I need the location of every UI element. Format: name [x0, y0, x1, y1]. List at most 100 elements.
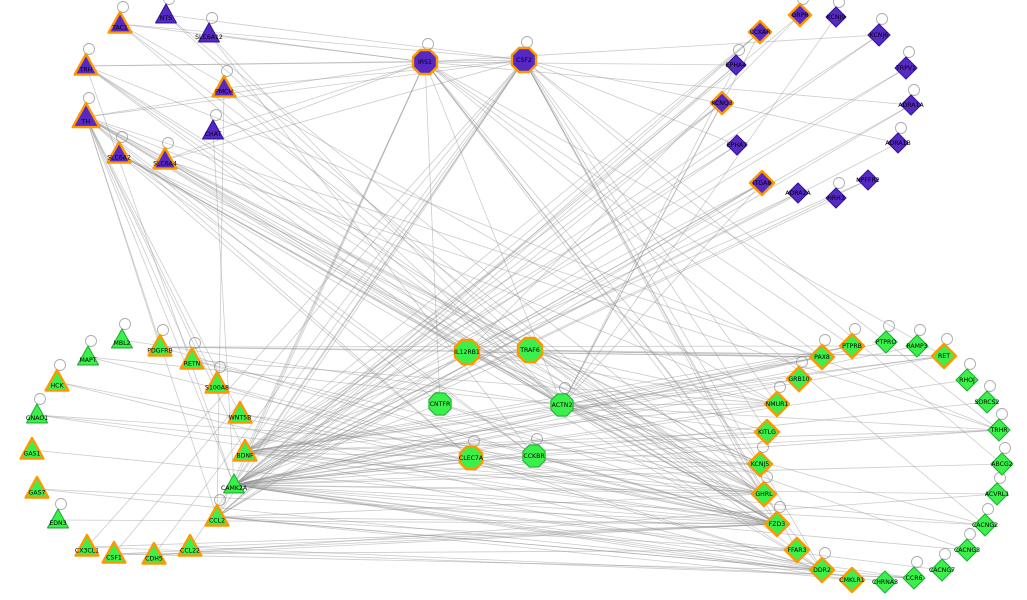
- graph-node-CSF1[interactable]: [101, 540, 127, 564]
- graph-edge-CCKAR-ACTN2[interactable]: [561, 31, 761, 406]
- graph-edge-CSF1-FFAR3[interactable]: [113, 549, 798, 555]
- graph-edge-KCNQ3-CAMK2A[interactable]: [233, 102, 723, 486]
- graph-edge-IRS1-DDR2[interactable]: [424, 61, 823, 571]
- graph-node-EPHA4[interactable]: [725, 54, 747, 76]
- graph-node-CHRNA3[interactable]: [873, 570, 897, 594]
- graph-edge-CAMK2A-GHRL[interactable]: [233, 484, 765, 495]
- graph-node-TRHR[interactable]: [987, 418, 1011, 442]
- graph-edge-ACTN2-CACNG2[interactable]: [561, 404, 986, 526]
- graph-edge-TH-WNT5B[interactable]: [85, 116, 241, 415]
- self-loop-MAPT[interactable]: [85, 335, 97, 347]
- self-loop-ACVRL1[interactable]: [994, 472, 1006, 484]
- graph-edge-CAMK2A-KITLG[interactable]: [233, 431, 768, 486]
- self-loop-RHOJ[interactable]: [964, 358, 976, 370]
- graph-edge-BDNF-KITLG[interactable]: [244, 431, 768, 453]
- self-loop-CCL2[interactable]: [214, 494, 226, 506]
- graph-edge-CAMK2A-CCR6[interactable]: [233, 484, 915, 579]
- graph-node-PAX8[interactable]: [808, 343, 836, 371]
- self-loop-GRPR[interactable]: [797, 0, 809, 5]
- graph-edge-BDNF-KCNJ5[interactable]: [244, 451, 761, 465]
- graph-edge-TRH-IL12RB1[interactable]: [85, 65, 468, 353]
- graph-edge-SLC6A2-GHRL[interactable]: [118, 153, 765, 495]
- graph-edge-CCKBR-FZD3[interactable]: [533, 455, 778, 525]
- graph-edge-CSF2-CSF1[interactable]: [113, 59, 525, 555]
- graph-node-EPHA7[interactable]: [726, 134, 748, 156]
- self-loop-PDGFRB[interactable]: [157, 324, 169, 336]
- graph-edge-GNAO1-GHRL[interactable]: [36, 414, 765, 495]
- graph-edge-CAMK2A-RET[interactable]: [233, 355, 945, 486]
- graph-node-NMUR1[interactable]: [763, 390, 791, 418]
- graph-edge-TRAF6-KITLG[interactable]: [529, 349, 768, 433]
- graph-edge-S100A8-DDR2[interactable]: [216, 383, 823, 571]
- graph-edge-BDNF-ACTN2[interactable]: [244, 404, 563, 453]
- graph-edge-PMCH-FZD3[interactable]: [223, 87, 778, 525]
- graph-edge-BDNF-GHRL[interactable]: [244, 451, 765, 495]
- graph-node-KCNJ9[interactable]: [825, 6, 847, 28]
- self-loop-CACNG7[interactable]: [939, 548, 951, 560]
- graph-node-CACNG7[interactable]: [930, 558, 954, 582]
- graph-edge-CAMK2A-TRHR[interactable]: [233, 429, 1000, 486]
- graph-node-BDNF[interactable]: [232, 438, 258, 462]
- graph-node-CNTFR[interactable]: [428, 392, 452, 416]
- graph-node-CCKBR[interactable]: [522, 444, 546, 468]
- graph-edge-TH-CLEC7A[interactable]: [85, 116, 472, 459]
- graph-edge-TH-FZD3[interactable]: [85, 116, 778, 525]
- graph-edge-IRS1-KCNJ5[interactable]: [424, 61, 761, 465]
- graph-node-CACNG2[interactable]: [973, 513, 997, 537]
- graph-edge-TAC1-ACTN2[interactable]: [119, 23, 563, 406]
- graph-edge-ACTN2-PTPRB[interactable]: [561, 345, 853, 406]
- graph-edge-CSF2-CDH5[interactable]: [153, 59, 525, 556]
- graph-edge-IRS1-CCL2[interactable]: [216, 61, 426, 518]
- graph-edge-TH-RETN[interactable]: [85, 116, 193, 361]
- graph-node-RAMP3[interactable]: [905, 334, 929, 358]
- self-loop-ABCG2[interactable]: [999, 442, 1011, 454]
- graph-edge-TH-KCNJ5[interactable]: [85, 116, 761, 465]
- graph-node-KCNJ5[interactable]: [746, 450, 774, 478]
- graph-edge-SLC6A4-ACTN2[interactable]: [164, 159, 563, 406]
- self-loop-TRHR[interactable]: [996, 408, 1008, 420]
- self-loop-EDN3[interactable]: [55, 498, 67, 510]
- graph-edge-CCL2-CMKLR1[interactable]: [216, 516, 853, 581]
- graph-edge-CSF2-CCL2[interactable]: [216, 59, 525, 518]
- self-loop-EPHA4[interactable]: [733, 44, 745, 56]
- graph-edge-SLC6A4-CSF2[interactable]: [164, 59, 525, 161]
- graph-edge-RETN-FZD3[interactable]: [191, 359, 778, 525]
- graph-edge-BDNF-TRAF6[interactable]: [244, 349, 531, 453]
- self-loop-NTS[interactable]: [163, 0, 175, 5]
- self-loop-HCK[interactable]: [54, 359, 66, 371]
- graph-edge-IRS1-CNTFR[interactable]: [424, 61, 441, 405]
- graph-node-PDGFRB[interactable]: [147, 333, 173, 357]
- graph-edge-EPHA7-CAMK2A[interactable]: [233, 144, 738, 486]
- self-loop-ADRA1B[interactable]: [895, 122, 907, 134]
- graph-node-RET[interactable]: [930, 342, 958, 370]
- graph-edge-HCK-DDR2[interactable]: [56, 381, 823, 571]
- graph-node-CX3CL1[interactable]: [74, 533, 100, 557]
- graph-node-FFAR3[interactable]: [783, 536, 811, 564]
- graph-edge-CAMK2A-FZD3[interactable]: [233, 484, 778, 525]
- graph-edge-IL12RB1-NMUR1[interactable]: [466, 351, 778, 405]
- graph-node-KITLG[interactable]: [753, 418, 781, 446]
- graph-edge-ACTN2-CACNG3[interactable]: [561, 404, 968, 551]
- self-loop-PAX8[interactable]: [819, 334, 831, 346]
- graph-edge-CSF2-GHRL[interactable]: [523, 59, 765, 495]
- graph-edge-CAMK2A-NMUR1[interactable]: [233, 403, 778, 486]
- graph-edge-TRH-FZD3[interactable]: [85, 65, 778, 525]
- graph-edge-MAPT-ACTN2[interactable]: [87, 356, 563, 406]
- graph-node-IL12RB1[interactable]: [453, 338, 481, 366]
- graph-edge-CDH5-ACVRL1[interactable]: [153, 493, 998, 556]
- graph-edge-IL12RB1-GHRL[interactable]: [466, 351, 765, 495]
- graph-edge-CCL22-CCR6[interactable]: [189, 546, 915, 579]
- graph-node-GHRL[interactable]: [750, 480, 778, 508]
- graph-edge-EPHA7-BDNF[interactable]: [244, 144, 738, 453]
- graph-edge-ADRA2A-CAMK2A[interactable]: [233, 192, 799, 486]
- graph-edge-ACTN2-TRHR[interactable]: [561, 404, 1000, 431]
- graph-node-ABCG2[interactable]: [990, 452, 1014, 476]
- graph-edge-TRAF6-PAX8[interactable]: [529, 349, 823, 358]
- graph-edge-EPHA4-ACTN2[interactable]: [561, 64, 737, 406]
- graph-edge-CCL2-DDR2[interactable]: [216, 516, 823, 571]
- graph-edge-KCNJ6-BDNF[interactable]: [244, 34, 880, 453]
- graph-node-HCK[interactable]: [44, 368, 70, 392]
- graph-edge-CCL2-IL12RB1[interactable]: [216, 351, 468, 518]
- graph-edge-TRPV1-CAMK2A[interactable]: [233, 67, 907, 486]
- graph-node-KCNQ3[interactable]: [709, 90, 735, 116]
